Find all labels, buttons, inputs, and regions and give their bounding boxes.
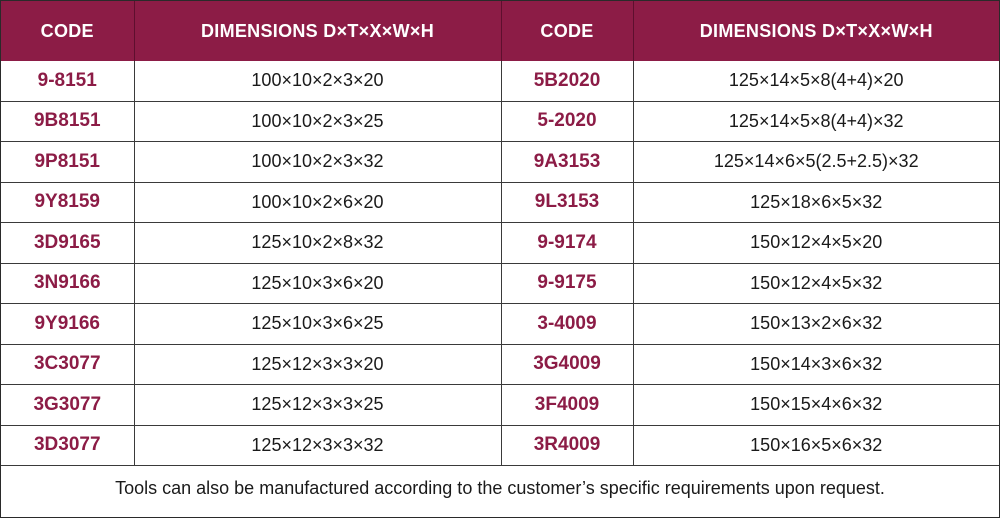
code-cell: 3D3077 bbox=[1, 425, 135, 466]
code-cell: 3R4009 bbox=[501, 425, 634, 466]
dimensions-cell: 150×13×2×6×32 bbox=[633, 303, 999, 345]
code-cell: 3G3077 bbox=[1, 384, 135, 426]
dimensions-cell: 125×12×3×3×25 bbox=[134, 384, 502, 426]
code-cell: 9L3153 bbox=[501, 182, 634, 223]
code-cell: 9-9175 bbox=[501, 263, 634, 304]
code-cell: 3-4009 bbox=[501, 303, 634, 345]
header-code-left: CODE bbox=[1, 1, 135, 61]
dimensions-table: CODE DIMENSIONS D×T×X×W×H CODE DIMENSION… bbox=[1, 1, 999, 466]
dimensions-cell: 125×10×3×6×25 bbox=[134, 303, 502, 345]
dimensions-cell: 150×14×3×6×32 bbox=[633, 344, 999, 385]
code-cell: 9Y9166 bbox=[1, 303, 135, 345]
code-cell: 3D9165 bbox=[1, 222, 135, 264]
code-cell: 9B8151 bbox=[1, 101, 135, 142]
dimensions-cell: 150×16×5×6×32 bbox=[633, 425, 999, 466]
dimensions-cell: 125×10×2×8×32 bbox=[134, 222, 502, 264]
dimensions-cell: 150×12×4×5×32 bbox=[633, 263, 999, 304]
dimensions-cell: 125×14×6×5(2.5+2.5)×32 bbox=[633, 141, 999, 183]
code-cell: 3F4009 bbox=[501, 384, 634, 426]
dimensions-cell: 125×18×6×5×32 bbox=[633, 182, 999, 223]
code-cell: 3G4009 bbox=[501, 344, 634, 385]
dimensions-cell: 150×15×4×6×32 bbox=[633, 384, 999, 426]
header-dimensions-left: DIMENSIONS D×T×X×W×H bbox=[134, 1, 502, 61]
dimensions-cell: 100×10×2×6×20 bbox=[134, 182, 502, 223]
dimensions-cell: 125×14×5×8(4+4)×32 bbox=[633, 101, 999, 142]
code-cell: 9-8151 bbox=[1, 61, 135, 102]
dimensions-cell: 125×10×3×6×20 bbox=[134, 263, 502, 304]
header-row: CODE DIMENSIONS D×T×X×W×H CODE DIMENSION… bbox=[1, 1, 999, 61]
table-header: CODE DIMENSIONS D×T×X×W×H CODE DIMENSION… bbox=[1, 1, 999, 61]
code-cell: 5B2020 bbox=[501, 61, 634, 102]
header-dimensions-right: DIMENSIONS D×T×X×W×H bbox=[633, 1, 999, 61]
code-cell: 9-9174 bbox=[501, 222, 634, 264]
dimensions-cell: 100×10×2×3×20 bbox=[134, 61, 502, 102]
code-cell: 3N9166 bbox=[1, 263, 135, 304]
code-cell: 9A3153 bbox=[501, 141, 634, 183]
dimensions-cell: 125×14×5×8(4+4)×20 bbox=[633, 61, 999, 102]
header-code-right: CODE bbox=[501, 1, 634, 61]
dimensions-cell: 100×10×2×3×25 bbox=[134, 101, 502, 142]
code-cell: 3C3077 bbox=[1, 344, 135, 385]
dimensions-cell: 125×12×3×3×32 bbox=[134, 425, 502, 466]
footnote: Tools can also be manufactured according… bbox=[115, 477, 885, 498]
dimensions-cell: 100×10×2×3×32 bbox=[134, 141, 502, 183]
code-cell: 9P8151 bbox=[1, 141, 135, 183]
dimensions-cell: 125×12×3×3×20 bbox=[134, 344, 502, 385]
code-cell: 5-2020 bbox=[501, 101, 634, 142]
dimensions-cell: 150×12×4×5×20 bbox=[633, 222, 999, 264]
code-cell: 9Y8159 bbox=[1, 182, 135, 223]
